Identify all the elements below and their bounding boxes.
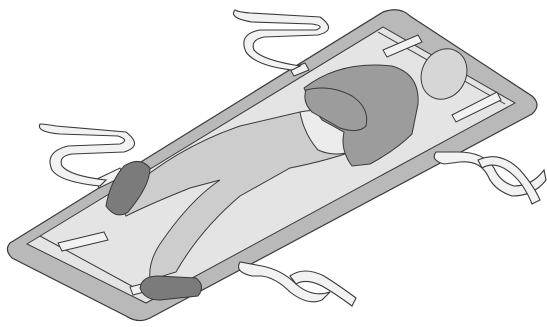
patient-shoe-right <box>140 276 202 300</box>
lifting-strap-icon <box>478 157 540 204</box>
